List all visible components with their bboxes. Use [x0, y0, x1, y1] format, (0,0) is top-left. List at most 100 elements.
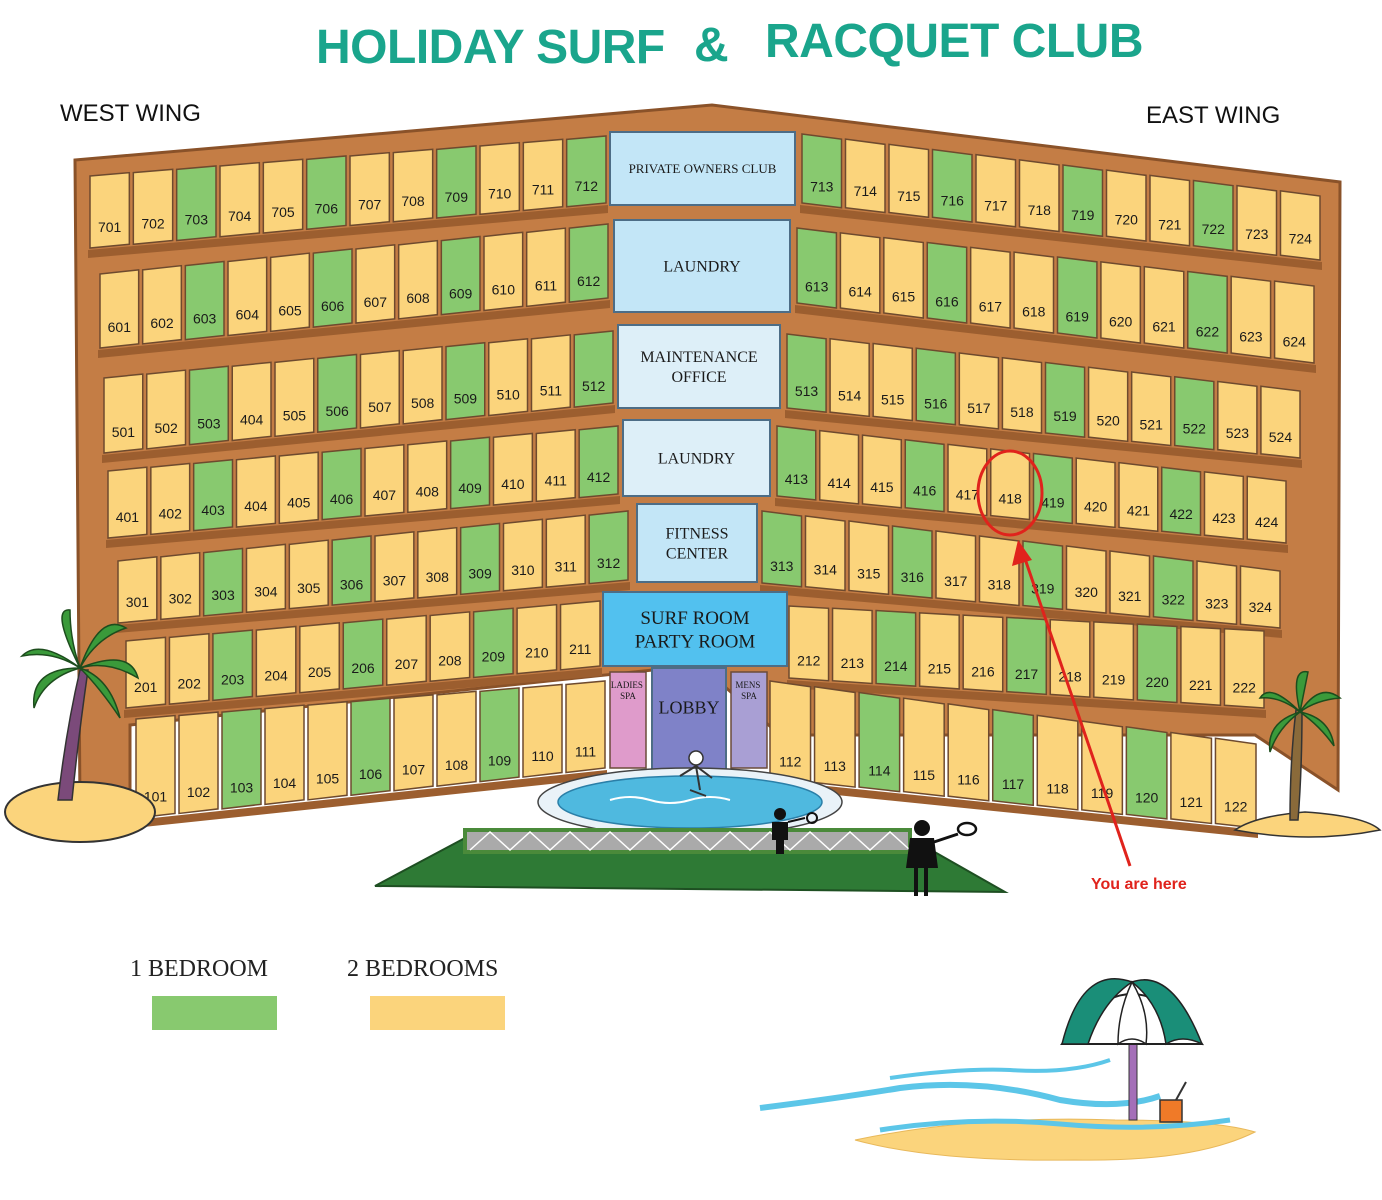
- unit-619[interactable]: 619: [1056, 256, 1098, 339]
- unit-112[interactable]: 112: [769, 680, 812, 784]
- unit-516[interactable]: 516: [915, 347, 957, 426]
- unit-508[interactable]: 508: [402, 345, 443, 425]
- unit-413[interactable]: 413: [776, 425, 817, 501]
- unit-315[interactable]: 315: [848, 520, 890, 596]
- swimming-pool[interactable]: [557, 775, 823, 829]
- unit-724[interactable]: 724: [1279, 189, 1321, 261]
- unit-416[interactable]: 416: [904, 438, 945, 513]
- unit-207[interactable]: 207: [385, 614, 427, 686]
- unit-222[interactable]: 222: [1223, 627, 1265, 709]
- unit-404[interactable]: 404: [235, 455, 277, 528]
- unit-512[interactable]: 512: [573, 330, 614, 409]
- unit-403[interactable]: 403: [192, 458, 234, 532]
- unit-113[interactable]: 113: [813, 685, 856, 788]
- unit-722[interactable]: 722: [1192, 179, 1234, 252]
- unit-522[interactable]: 522: [1174, 375, 1215, 451]
- unit-115[interactable]: 115: [902, 697, 945, 798]
- unit-605[interactable]: 605: [269, 252, 311, 333]
- unit-622[interactable]: 622: [1187, 270, 1228, 354]
- unit-602[interactable]: 602: [141, 264, 183, 345]
- unit-219[interactable]: 219: [1093, 621, 1135, 701]
- unit-507[interactable]: 507: [359, 349, 400, 429]
- unit-502[interactable]: 502: [146, 369, 187, 450]
- unit-311[interactable]: 311: [545, 514, 586, 588]
- unit-302[interactable]: 302: [160, 551, 201, 621]
- unit-105[interactable]: 105: [307, 700, 348, 801]
- unit-404[interactable]: 404: [231, 361, 272, 442]
- unit-618[interactable]: 618: [1013, 251, 1055, 334]
- unit-615[interactable]: 615: [883, 236, 924, 319]
- unit-415[interactable]: 415: [861, 434, 902, 509]
- unit-111[interactable]: 111: [565, 680, 606, 774]
- unit-521[interactable]: 521: [1130, 371, 1172, 447]
- unit-621[interactable]: 621: [1143, 265, 1185, 349]
- unit-519[interactable]: 519: [1044, 361, 1086, 439]
- unit-520[interactable]: 520: [1087, 366, 1129, 443]
- unit-211[interactable]: 211: [559, 600, 601, 671]
- unit-323[interactable]: 323: [1196, 560, 1238, 626]
- unit-221[interactable]: 221: [1180, 625, 1222, 707]
- unit-117[interactable]: 117: [991, 708, 1035, 807]
- unit-511[interactable]: 511: [530, 334, 571, 413]
- unit-116[interactable]: 116: [947, 703, 990, 802]
- unit-715[interactable]: 715: [888, 143, 930, 219]
- unit-623[interactable]: 623: [1230, 275, 1272, 359]
- unit-411[interactable]: 411: [535, 428, 576, 503]
- unit-423[interactable]: 423: [1203, 470, 1244, 540]
- unit-524[interactable]: 524: [1260, 385, 1301, 459]
- unit-324[interactable]: 324: [1239, 565, 1281, 629]
- unit-523[interactable]: 523: [1217, 380, 1258, 455]
- unit-603[interactable]: 603: [184, 260, 225, 341]
- unit-107[interactable]: 107: [393, 693, 434, 792]
- unit-304[interactable]: 304: [245, 543, 287, 614]
- ladies-spa[interactable]: LADIES SPA: [609, 671, 647, 769]
- unit-407[interactable]: 407: [364, 443, 405, 517]
- unit-421[interactable]: 421: [1118, 461, 1159, 533]
- unit-104[interactable]: 104: [264, 704, 305, 806]
- unit-717[interactable]: 717: [975, 153, 1017, 228]
- unit-408[interactable]: 408: [407, 440, 448, 514]
- unit-213[interactable]: 213: [831, 607, 873, 685]
- unit-505[interactable]: 505: [274, 357, 315, 438]
- unit-702[interactable]: 702: [132, 168, 174, 246]
- unit-307[interactable]: 307: [374, 530, 415, 603]
- unit-319[interactable]: 319: [1022, 540, 1064, 611]
- unit-610[interactable]: 610: [483, 231, 524, 312]
- unit-412[interactable]: 412: [578, 425, 619, 499]
- unit-712[interactable]: 712: [565, 135, 607, 208]
- unit-706[interactable]: 706: [305, 155, 347, 231]
- unit-620[interactable]: 620: [1100, 260, 1142, 344]
- unit-719[interactable]: 719: [1062, 164, 1104, 238]
- unit-503[interactable]: 503: [188, 365, 229, 446]
- unit-708[interactable]: 708: [392, 148, 434, 223]
- unit-321[interactable]: 321: [1109, 550, 1151, 618]
- unit-614[interactable]: 614: [839, 231, 881, 314]
- center-room-floor-7[interactable]: PRIVATE OWNERS CLUB: [609, 131, 796, 206]
- unit-705[interactable]: 705: [262, 158, 304, 234]
- unit-401[interactable]: 401: [107, 466, 148, 539]
- unit-714[interactable]: 714: [844, 138, 886, 214]
- unit-510[interactable]: 510: [488, 338, 529, 417]
- unit-309[interactable]: 309: [459, 522, 501, 596]
- unit-601[interactable]: 601: [99, 268, 140, 349]
- unit-214[interactable]: 214: [875, 609, 917, 687]
- unit-608[interactable]: 608: [397, 239, 439, 320]
- unit-506[interactable]: 506: [317, 353, 358, 434]
- unit-216[interactable]: 216: [962, 614, 1004, 693]
- unit-409[interactable]: 409: [449, 436, 491, 510]
- unit-110[interactable]: 110: [522, 683, 563, 778]
- unit-707[interactable]: 707: [349, 151, 391, 227]
- unit-611[interactable]: 611: [525, 227, 567, 308]
- unit-517[interactable]: 517: [958, 352, 1000, 430]
- unit-205[interactable]: 205: [299, 621, 341, 694]
- unit-420[interactable]: 420: [1075, 457, 1116, 529]
- unit-720[interactable]: 720: [1105, 169, 1147, 242]
- unit-718[interactable]: 718: [1018, 158, 1060, 233]
- unit-108[interactable]: 108: [436, 690, 477, 788]
- unit-703[interactable]: 703: [175, 165, 217, 242]
- unit-322[interactable]: 322: [1152, 555, 1194, 622]
- unit-206[interactable]: 206: [342, 618, 384, 690]
